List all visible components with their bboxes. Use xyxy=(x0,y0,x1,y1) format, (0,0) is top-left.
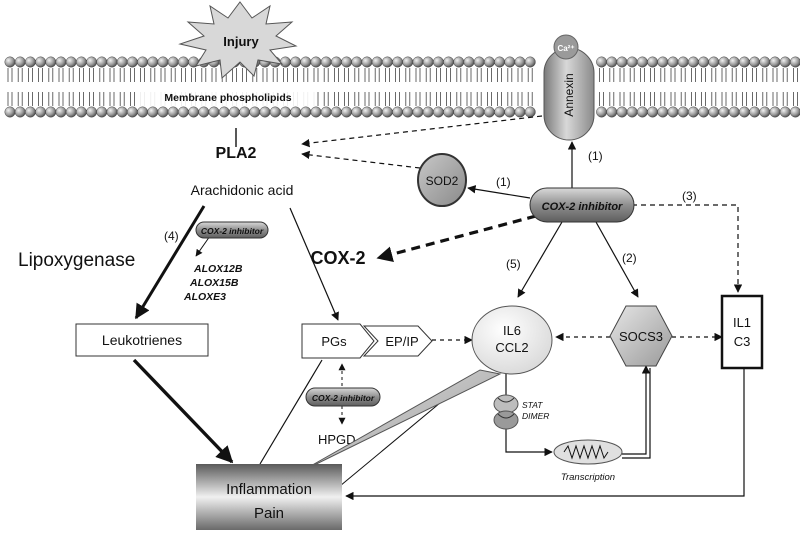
arrow-annexin-pla2 xyxy=(301,115,543,148)
arrow-aa-leukotrienes xyxy=(134,205,206,320)
cox2-label: COX-2 xyxy=(310,248,365,268)
arrow-il1-inflammation xyxy=(345,368,745,501)
ccl2-label: CCL2 xyxy=(495,340,528,355)
arrow-cox2i-cox2 xyxy=(376,214,537,263)
socs3-node: SOCS3 xyxy=(609,305,673,367)
alox15b-label: ALOX15B xyxy=(189,277,239,289)
step-4: (4) xyxy=(164,229,179,243)
injury-burst: Injury xyxy=(178,1,298,80)
epip-node: EP/IP xyxy=(362,325,433,357)
alox12b-label: ALOX12B xyxy=(193,263,243,275)
cox2-inhibitor-small-left-label: COX-2 inhibitor xyxy=(201,226,264,236)
membrane-bilayer xyxy=(4,56,800,118)
annexin-protein: Annexin xyxy=(543,47,595,141)
inflammation-pain-node: Inflammation Pain xyxy=(196,464,342,530)
phospholipids-label-box: Membrane phospholipids xyxy=(140,88,316,106)
pain-label: Pain xyxy=(254,505,284,522)
step-3: (3) xyxy=(682,189,697,203)
cox2-inhibitor-small-left: COX-2 inhibitor xyxy=(195,221,269,239)
annexin-label: Annexin xyxy=(562,73,576,116)
arrow-sod2-pla2 xyxy=(301,150,421,169)
il1-label: IL1 xyxy=(733,315,751,330)
il6-ccl2-node: IL6 CCL2 xyxy=(299,305,553,473)
arrow-cox2i-il1 xyxy=(632,204,743,293)
arrow-cox2i-il6 xyxy=(517,221,563,298)
arrow-cox2i-socs3 xyxy=(595,221,639,298)
leukotrienes-node: Leukotrienes xyxy=(75,323,209,357)
sod2-label: SOD2 xyxy=(426,174,459,188)
cox2-inhibitor-main-label: COX-2 inhibitor xyxy=(542,201,623,213)
arrow-cox2i-alox xyxy=(195,235,211,257)
arrow-pgs-inflammation xyxy=(259,359,323,465)
pla2-label: PLA2 xyxy=(216,145,257,162)
arrow-aa-pgs xyxy=(289,207,339,321)
aloxe3-label: ALOXE3 xyxy=(183,291,226,303)
transcription-node: Transcription xyxy=(553,439,623,483)
arrow-transcription-socs3-b xyxy=(622,368,651,459)
pgs-label: PGs xyxy=(321,334,347,349)
transcription-label: Transcription xyxy=(561,472,615,483)
step-5: (5) xyxy=(506,257,521,271)
il1-c3-node: IL1 C3 xyxy=(720,294,764,370)
epip-label: EP/IP xyxy=(385,334,418,349)
pgs-node: PGs xyxy=(301,323,375,359)
calcium-ion: Ca²⁺ xyxy=(553,34,579,60)
stat-dimer: STAT DIMER xyxy=(493,394,549,430)
arrow-leuk-inflammation xyxy=(132,358,234,464)
dimer-label: DIMER xyxy=(522,411,549,421)
step-1b: (1) xyxy=(496,175,511,189)
injury-label: Injury xyxy=(223,34,259,49)
step-1a: (1) xyxy=(588,149,603,163)
c3-label: C3 xyxy=(734,334,751,349)
hpgd-label: HPGD xyxy=(318,432,356,447)
cox2-inhibitor-small-mid: COX-2 inhibitor xyxy=(305,387,381,407)
cox2-inhibitor-small-mid-label: COX-2 inhibitor xyxy=(312,393,375,403)
lipoxygenase-label: Lipoxygenase xyxy=(18,250,135,271)
il6-label: IL6 xyxy=(503,323,521,338)
stat-label: STAT xyxy=(522,400,543,410)
arachidonic-acid-label: Arachidonic acid xyxy=(191,182,294,198)
arrow-cox2i-sod2 xyxy=(467,185,531,199)
arrow-transcription-socs3 xyxy=(622,365,651,455)
inflammation-label: Inflammation xyxy=(226,481,312,498)
leukotrienes-label: Leukotrienes xyxy=(102,332,182,348)
cox2-inhibitor-main: COX-2 inhibitor xyxy=(529,187,635,223)
calcium-label: Ca²⁺ xyxy=(557,44,574,53)
step-2: (2) xyxy=(622,251,637,265)
sod2-node: SOD2 xyxy=(417,153,467,207)
phospholipids-label: Membrane phospholipids xyxy=(164,92,291,104)
socs3-label: SOCS3 xyxy=(619,329,663,344)
